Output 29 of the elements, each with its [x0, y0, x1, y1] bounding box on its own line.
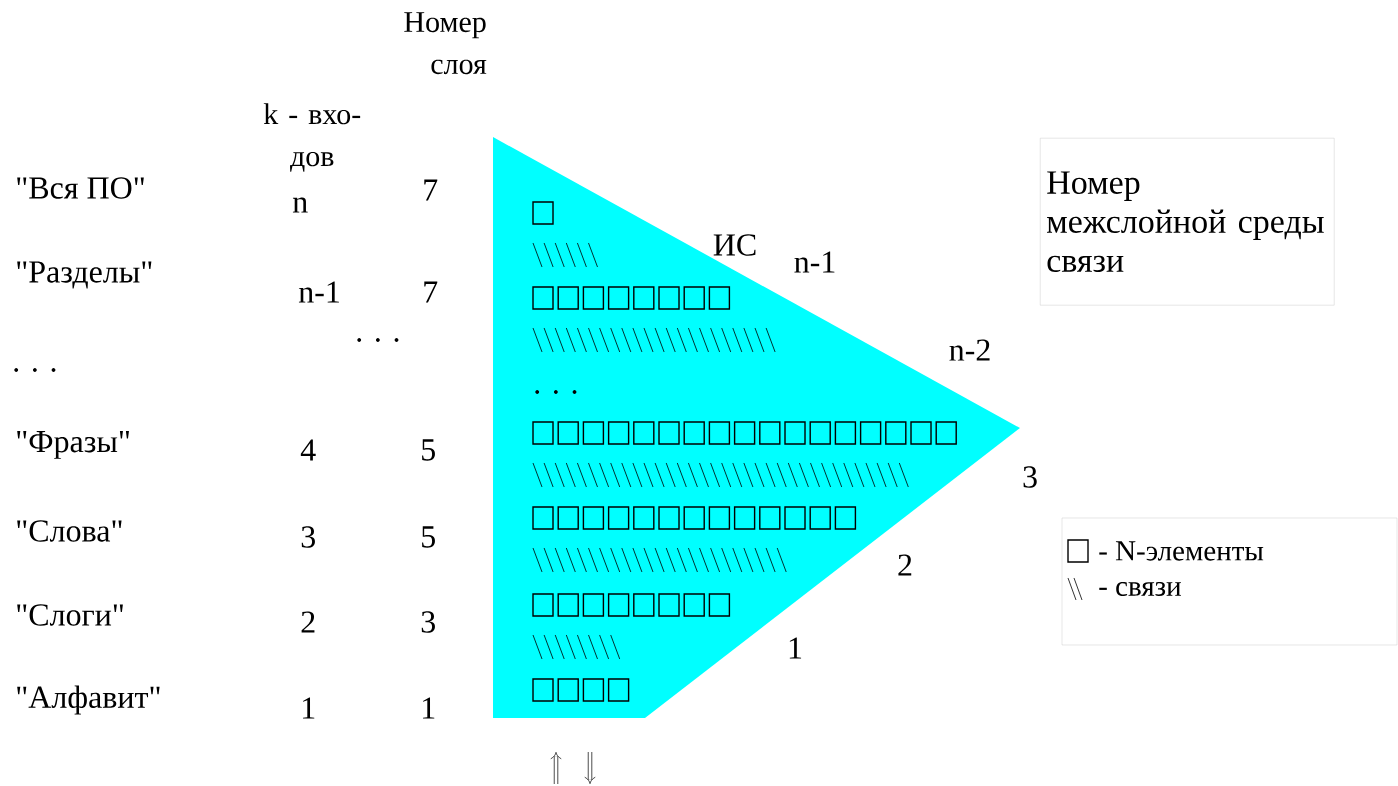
legend-box: - N-элементы - связи — [1061, 517, 1398, 646]
layer-label: 3 — [301, 526, 315, 548]
note-box: Номер межслойной среды связи — [1040, 138, 1335, 306]
layer-label: 2 — [898, 554, 912, 576]
layer-label: n-2 — [949, 339, 990, 361]
layer-label: 4 — [300, 439, 316, 461]
layer-label: 1 — [303, 697, 315, 719]
layer-label: 7 — [424, 179, 438, 201]
layer-label: 5 — [422, 439, 435, 461]
layer-label: 1 — [423, 697, 435, 719]
layer-label: n-1 — [298, 281, 339, 303]
layer-label: . . . — [357, 338, 399, 342]
layer-label: 7 — [424, 281, 438, 303]
layer-label: n — [292, 197, 308, 213]
layer-label: k - вхо- дов — [263, 103, 361, 172]
layer-label: "Вся ПО" — [17, 177, 144, 199]
layer-label: . . . — [14, 368, 56, 372]
layer-label: 2 — [301, 611, 315, 633]
layer-label: n-1 — [794, 251, 835, 273]
layer-label: . . . — [535, 390, 577, 394]
layer-label: Номер слоя — [404, 12, 487, 75]
layer-label: "Фразы" — [17, 431, 129, 459]
layer-label: 3 — [421, 611, 435, 633]
layer-label: "Слоги" — [17, 604, 123, 626]
layer-label: "Разделы" — [17, 261, 152, 289]
layer-label: "Слова" — [17, 520, 122, 542]
layer-label: 1 — [789, 637, 802, 659]
layer-label: "Алфавит" — [17, 685, 160, 715]
layer-label: 5 — [422, 526, 435, 548]
